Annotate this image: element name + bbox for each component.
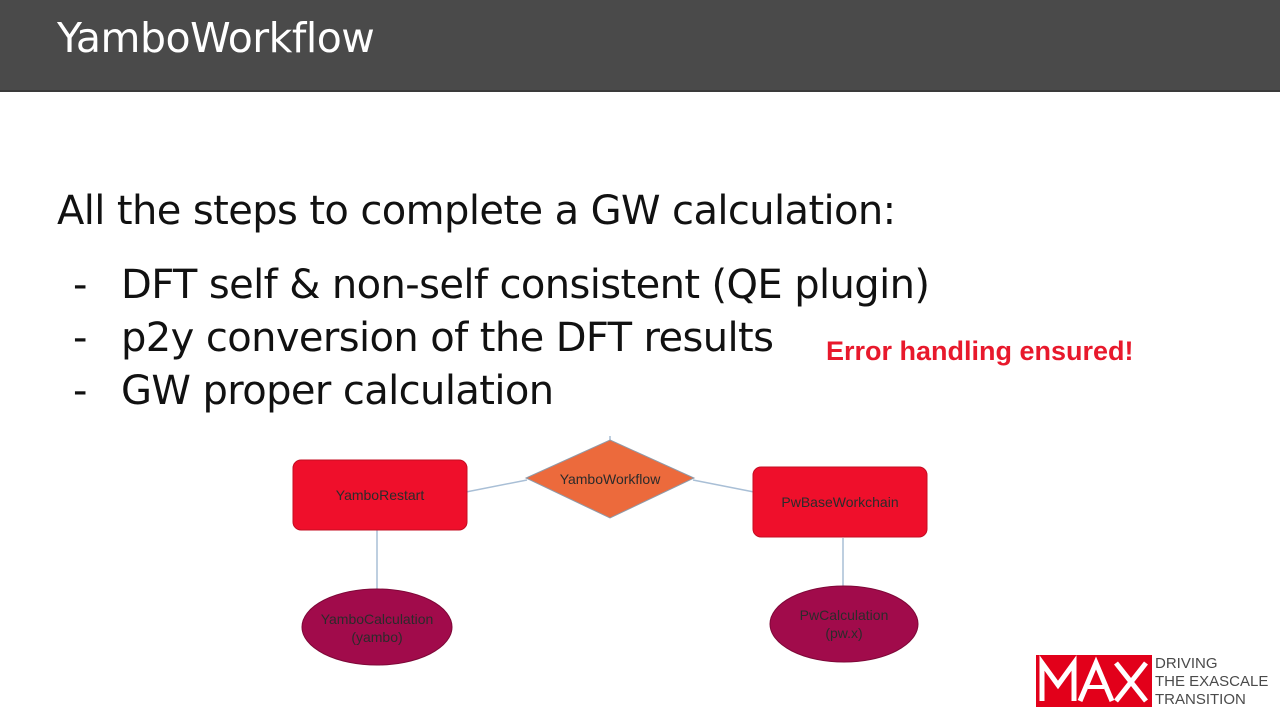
pw-calculation-label: PwCalculation (800, 607, 889, 623)
title-bar: YamboWorkflow (0, 0, 1280, 92)
pw-base-workchain-label: PwBaseWorkchain (781, 494, 898, 510)
logo-tagline: DRIVING THE EXASCALE TRANSITION (1155, 655, 1268, 709)
bullet-dash: - (73, 315, 87, 361)
bullet-item: -DFT self & non-self consistent (QE plug… (73, 262, 930, 308)
intro-text: All the steps to complete a GW calculati… (57, 188, 896, 234)
logo-line: DRIVING (1155, 655, 1218, 672)
connector-center-right (692, 479, 755, 493)
bullet-item: -GW proper calculation (73, 368, 554, 414)
yambo-restart-label: YamboRestart (336, 487, 425, 503)
pw-calculation-ellipse (769, 585, 919, 663)
bullet-dash: - (73, 262, 87, 308)
bullet-text: DFT self & non-self consistent (QE plugi… (121, 262, 930, 308)
yambo-workflow-label: YamboWorkflow (560, 471, 662, 487)
yambo-restart-box (292, 459, 468, 531)
max-logo: DRIVING THE EXASCALE TRANSITION (1036, 655, 1272, 711)
pw-calculation-sublabel: (pw.x) (825, 625, 862, 641)
max-logo-mark (1036, 655, 1152, 707)
logo-line: TRANSITION (1155, 691, 1246, 708)
error-handling-note: Error handling ensured! (826, 336, 1134, 366)
yambo-calculation-label: YamboCalculation (321, 611, 434, 627)
bullet-dash: - (73, 368, 87, 414)
connector-center-left (465, 479, 528, 493)
pw-base-workchain-box (752, 466, 928, 538)
yambo-calculation-sublabel: (yambo) (351, 629, 402, 645)
logo-line: THE EXASCALE (1155, 673, 1269, 690)
slide-title: YamboWorkflow (57, 14, 375, 62)
yambo-workflow-diamond (524, 439, 696, 519)
bullet-text: GW proper calculation (121, 368, 554, 414)
yambo-calculation-ellipse (301, 588, 453, 666)
bullet-item: -p2y conversion of the DFT results (73, 315, 774, 361)
bullet-text: p2y conversion of the DFT results (121, 315, 774, 361)
workflow-diagram: YamboRestart PwBaseWorkchain YamboWorkfl… (292, 436, 928, 666)
